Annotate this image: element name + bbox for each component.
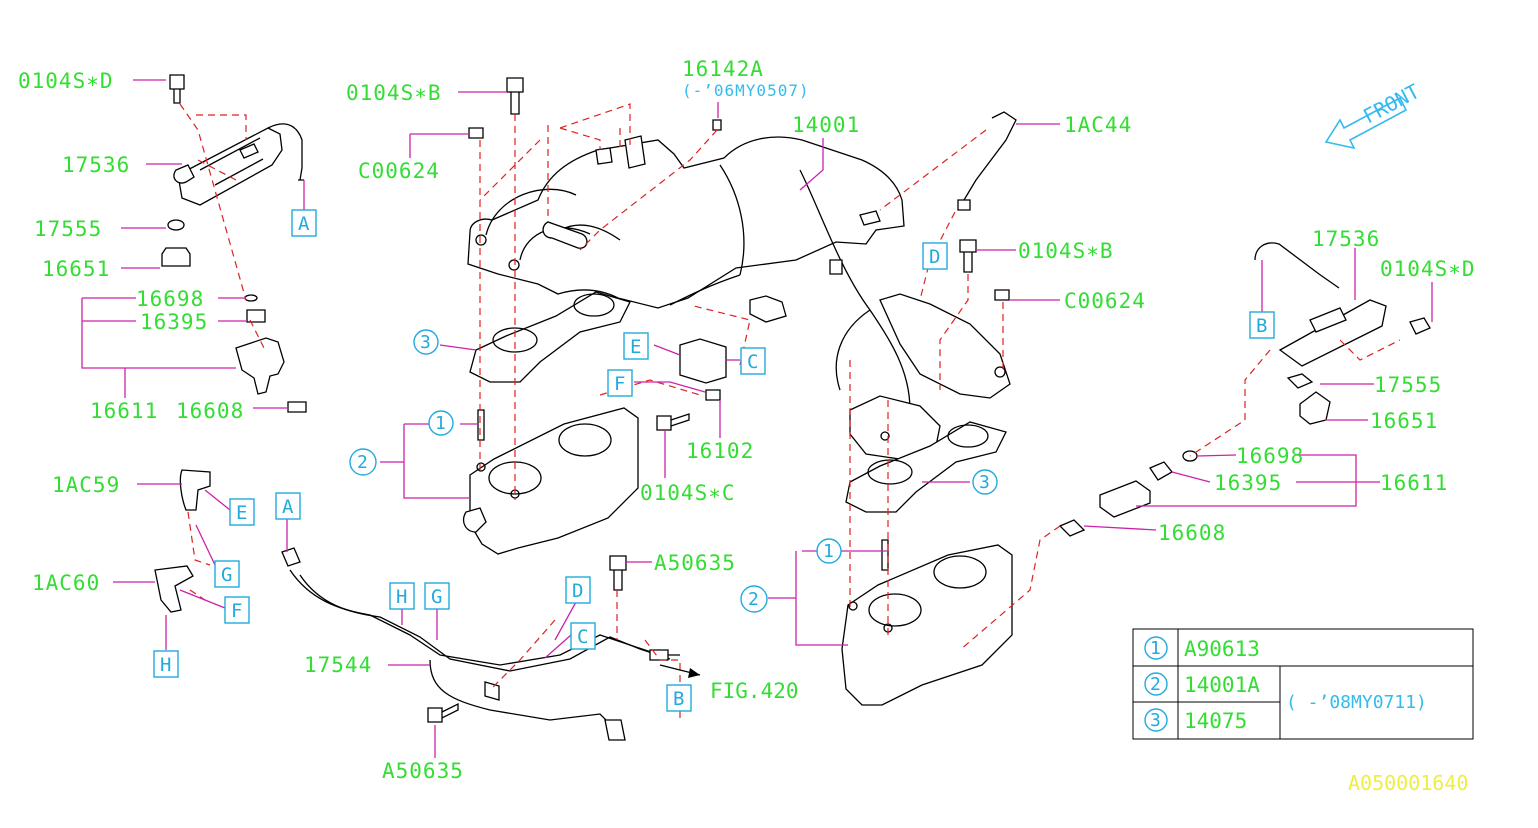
- ref-letter-g: G: [221, 564, 232, 586]
- legend-table: 1 A90613 2 14001A 3 14075 ( -’08MY0711): [1132, 628, 1474, 740]
- legend-note: ( -’08MY0711): [1286, 692, 1427, 713]
- part-number: 1AC59: [52, 473, 120, 497]
- ref-letter-b: B: [1256, 315, 1267, 337]
- fig420-arrow: [659, 664, 701, 678]
- legend-number: 1: [1150, 638, 1161, 659]
- callout-number: 3: [979, 472, 990, 493]
- legend-part: 14075: [1184, 709, 1247, 733]
- part-number: C00624: [358, 159, 440, 183]
- callout-number: 2: [357, 452, 368, 473]
- ref-letter-a: A: [298, 213, 310, 235]
- part-number: 16608: [176, 399, 244, 423]
- part-number: 16395: [1214, 471, 1282, 495]
- throttle-bodies: [462, 407, 1013, 706]
- part-number: 0104S∗D: [1380, 257, 1476, 281]
- circled-callouts: 3 1 2 3 1 2: [349, 329, 998, 613]
- part-number: 16611: [1380, 471, 1448, 495]
- pcv-hose-and-sensor: [154, 111, 1017, 613]
- ref-letter-f: F: [614, 373, 625, 395]
- legend-number: 3: [1150, 710, 1161, 731]
- part-number-labels: 0104S∗D 0104S∗B 16142A (-’06MY0507) 1400…: [18, 57, 1476, 783]
- ref-letter-h: H: [160, 654, 171, 676]
- ref-letter-g: G: [431, 586, 442, 608]
- part-number-note: (-’06MY0507): [682, 81, 810, 100]
- ref-letter-c: C: [747, 351, 758, 373]
- part-number: 16142A: [682, 57, 764, 81]
- part-number: 1AC44: [1064, 113, 1132, 137]
- part-number: 0104S∗B: [1018, 239, 1114, 263]
- callout-number: 1: [823, 541, 834, 562]
- front-arrow-icon: [1324, 96, 1408, 150]
- part-number: 16395: [140, 310, 208, 334]
- figure-reference: FIG.420: [710, 679, 799, 703]
- ref-letter-h: H: [396, 586, 407, 608]
- part-number: 16608: [1158, 521, 1226, 545]
- part-number: 16698: [136, 287, 204, 311]
- diagram-code: A050001640: [1348, 771, 1468, 795]
- gaskets: [469, 291, 1007, 513]
- part-number: 17544: [304, 653, 372, 677]
- part-number: 16651: [1370, 409, 1438, 433]
- legend-part: A90613: [1184, 637, 1260, 661]
- left-injector: [161, 219, 307, 413]
- part-number: A50635: [654, 551, 736, 575]
- ref-letter-e: E: [630, 336, 641, 358]
- left-fuel-rail: [169, 74, 304, 206]
- part-number: 14001: [792, 113, 860, 137]
- part-number: 17536: [1312, 227, 1380, 251]
- legend-part: 14001A: [1184, 673, 1260, 697]
- ref-letter-a: A: [282, 496, 294, 518]
- part-number: 0104S∗D: [18, 69, 114, 93]
- ref-letter-c: C: [577, 626, 588, 648]
- callout-number: 2: [748, 589, 759, 610]
- callout-number: 3: [420, 332, 431, 353]
- ref-letter-e: E: [236, 502, 247, 524]
- fuel-pipe-assembly: [281, 547, 680, 741]
- reference-letter-boxes: A A B B C C D D E E F F G G H H: [153, 209, 1275, 712]
- legend-number: 2: [1150, 674, 1161, 695]
- part-number: 17555: [1374, 373, 1442, 397]
- part-number: C00624: [1064, 289, 1146, 313]
- bolts-nuts-studs: [427, 77, 1431, 723]
- left-intake-manifold: [467, 135, 1011, 461]
- part-number: 17555: [34, 217, 102, 241]
- part-number: 16651: [42, 257, 110, 281]
- part-number: 16698: [1236, 444, 1304, 468]
- part-number: 1AC60: [32, 571, 100, 595]
- ref-letter-d: D: [572, 580, 583, 602]
- part-number: 16611: [90, 399, 158, 423]
- front-label: FRONT: [1359, 79, 1423, 128]
- ref-letter-b: B: [673, 688, 684, 710]
- part-number: 0104S∗C: [640, 481, 736, 505]
- part-number: A50635: [382, 759, 464, 783]
- callout-number: 1: [435, 413, 446, 434]
- ref-letter-d: D: [929, 246, 940, 268]
- part-number: 0104S∗B: [346, 81, 442, 105]
- ref-letter-f: F: [231, 600, 242, 622]
- part-number: 17536: [62, 153, 130, 177]
- part-number: 16102: [686, 439, 754, 463]
